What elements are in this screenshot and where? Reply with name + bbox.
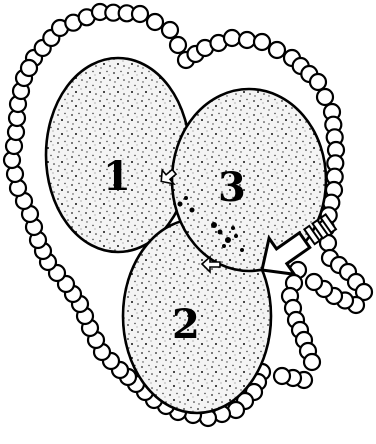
bead [162,22,178,38]
bead [310,74,326,90]
bead [317,89,333,105]
bead [254,34,270,50]
bead [170,37,186,53]
bead [147,14,163,30]
bead [239,32,255,48]
bead [304,354,320,370]
bead [274,368,290,384]
bead [132,6,148,22]
bead [21,60,37,76]
bead [224,30,240,46]
bead [306,274,322,290]
cell-2-label: 2 [172,301,200,348]
bead [269,42,285,58]
cell-1-label: 1 [103,153,131,200]
cell-3-label: 3 [218,164,246,211]
